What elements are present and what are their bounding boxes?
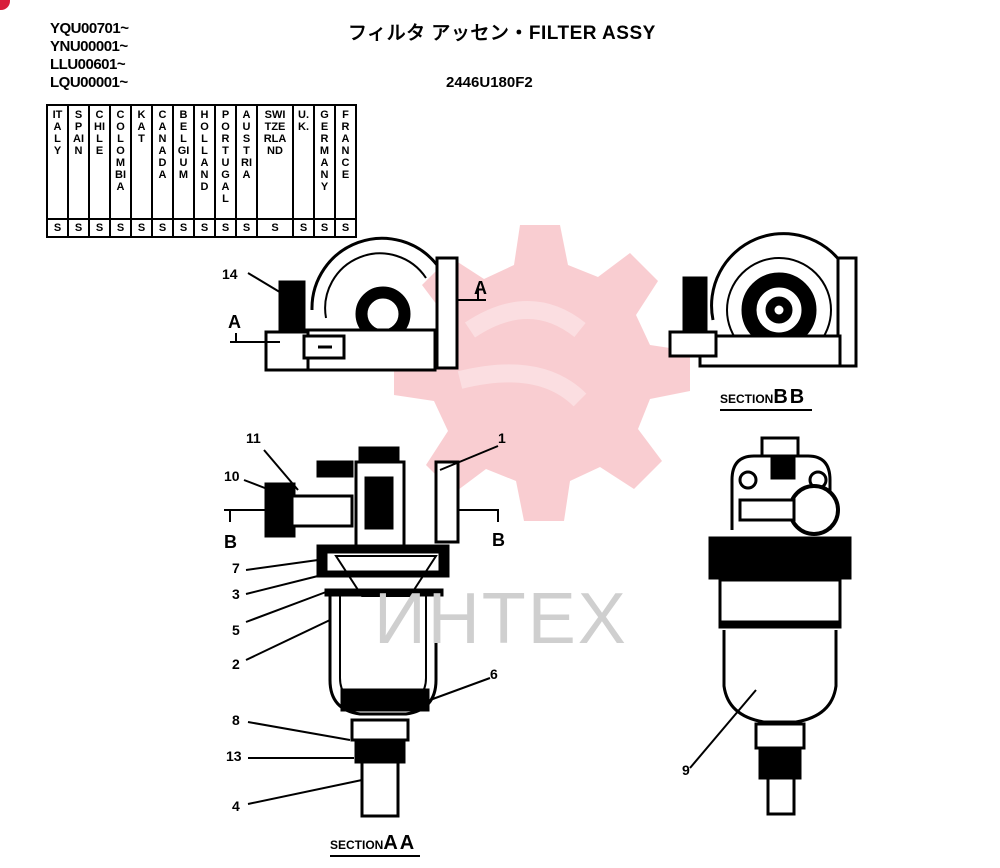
- spec-mark: S: [256, 218, 294, 238]
- spec-mark: S: [313, 218, 336, 238]
- country-table: ITALY SPAIN CHILE COLOMBIA KAT CANADA BE…: [46, 104, 357, 238]
- section-marker-a-left: A: [228, 312, 241, 332]
- country-name: AUSTRIA: [241, 109, 252, 181]
- callout-4: 4: [232, 798, 240, 814]
- country-cell: BELGIUM: [172, 104, 195, 220]
- section-aa-letters: AA: [383, 832, 417, 854]
- leader-line: [247, 272, 284, 295]
- country-cell: SPAIN: [67, 104, 90, 220]
- callout-13: 13: [226, 748, 242, 764]
- spec-mark: S: [172, 218, 195, 238]
- section-aa-prefix: SECTION: [330, 838, 384, 852]
- country-name: SPAIN: [73, 109, 84, 157]
- country-cell: AUSTRIA: [235, 104, 258, 220]
- country-name: SWITZERLAND: [263, 109, 287, 157]
- serial-range: YNU00001~: [50, 38, 128, 55]
- section-marker-b-right: B: [492, 530, 505, 550]
- callout-10: 10: [224, 468, 240, 484]
- serial-range: LQU00001~: [50, 74, 128, 91]
- country-name: GERMANY: [319, 109, 330, 193]
- exterior-view: [708, 436, 852, 816]
- callout-1: 1: [498, 430, 506, 446]
- spec-mark: S: [292, 218, 315, 238]
- country-name: CANADA: [158, 109, 167, 181]
- callout-7: 7: [232, 560, 240, 576]
- section-aa-view: [224, 446, 499, 818]
- country-cell: SWITZERLAND: [256, 104, 294, 220]
- country-cell: FRANCE: [334, 104, 357, 220]
- country-cell: GERMANY: [313, 104, 336, 220]
- spec-mark: S: [88, 218, 111, 238]
- corner-badge: [0, 0, 10, 10]
- part-number: 2446U180F2: [446, 74, 533, 91]
- spec-mark: S: [214, 218, 237, 238]
- country-cell: U.K.: [292, 104, 315, 220]
- section-bb-title: SECTIONBB: [720, 386, 813, 411]
- top-view: [230, 236, 486, 372]
- spec-mark: S: [151, 218, 174, 238]
- country-name: U.K.: [298, 109, 309, 133]
- serial-range: LLU00601~: [50, 56, 126, 73]
- country-name: FRANCE: [341, 109, 350, 181]
- country-name: KAT: [137, 109, 146, 145]
- section-bb-letters: BB: [773, 386, 807, 408]
- section-bb-prefix: SECTION: [720, 392, 774, 406]
- watermark-text: ИНТЕХ: [374, 579, 628, 659]
- callout-5: 5: [232, 622, 240, 638]
- section-marker-a-right: A: [474, 278, 487, 298]
- spec-mark: S: [235, 218, 258, 238]
- callout-11: 11: [246, 430, 261, 446]
- spec-mark: S: [334, 218, 357, 238]
- country-name: CHILE: [94, 109, 105, 157]
- country-cell: CHILE: [88, 104, 111, 220]
- country-cell: PORTUGAL: [214, 104, 237, 220]
- watermark-arrows: [457, 301, 587, 407]
- spec-mark: S: [46, 218, 69, 238]
- serial-range: YQU00701~: [50, 20, 129, 37]
- country-name: HOLLAND: [200, 109, 209, 193]
- spec-mark: S: [193, 218, 216, 238]
- country-cell: CANADA: [151, 104, 174, 220]
- callout-14: 14: [222, 266, 238, 282]
- section-aa-title: SECTIONAA: [330, 832, 421, 857]
- callout-8: 8: [232, 712, 240, 728]
- callout-3: 3: [232, 586, 240, 602]
- country-cell: COLOMBIA: [109, 104, 132, 220]
- country-name: COLOMBIA: [115, 109, 126, 193]
- spec-mark: S: [130, 218, 153, 238]
- country-name: ITALY: [52, 109, 63, 157]
- country-cell: HOLLAND: [193, 104, 216, 220]
- leader-lines: [243, 445, 757, 805]
- serial-ranges: YQU00701~ YNU00001~ LLU00601~ LQU00001~: [50, 20, 129, 92]
- country-cell: ITALY: [46, 104, 69, 220]
- callout-2: 2: [232, 656, 240, 672]
- country-name: BELGIUM: [177, 109, 190, 181]
- country-name: PORTUGAL: [221, 109, 230, 205]
- spec-mark: S: [67, 218, 90, 238]
- section-marker-b-left: B: [224, 532, 237, 552]
- country-cell: KAT: [130, 104, 153, 220]
- callout-9: 9: [682, 762, 690, 778]
- callout-6: 6: [490, 666, 498, 682]
- page-title: フィルタ アッセン・FILTER ASSY: [348, 23, 656, 44]
- section-bb-view: [668, 232, 858, 368]
- spec-mark: S: [109, 218, 132, 238]
